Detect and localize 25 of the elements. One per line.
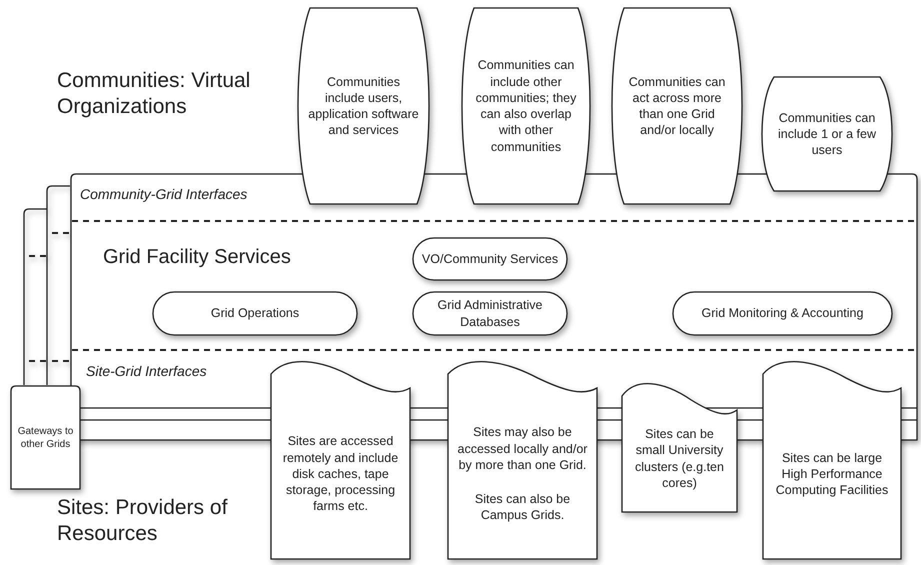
node-text: Communities can act across more than one Grid and/or locally [628,74,726,138]
site-document-shape [447,358,598,560]
node-text: Grid Monitoring & Accounting [700,305,864,322]
layer-title: Sites: Providers of Resources [57,495,228,548]
node-text: Communities include users, application software and services [307,74,420,138]
layer-title: Communities: Virtual Organizations [57,68,252,120]
node-text: Sites can be small University clusters (e.g.ten cores) [634,426,725,491]
node-text: Communities can include other communities; they can also overlap with other communities [474,57,578,155]
node-text: Communities can include 1 or a few users [777,110,877,158]
grid-card-edge [46,185,70,385]
gateway-box [10,385,81,490]
section-heading: Grid Facility Services [103,246,291,269]
node-text: Gateways to other Grids [16,424,74,450]
node-text: VO/Community Services [420,250,560,268]
node-text: Grid Operations [210,305,300,322]
section-heading: Community-Grid Interfaces [80,186,248,202]
site-document-shape [762,358,902,560]
node-text: Sites are accessed remotely and include disk caches, tape storage, processing farms etc. [282,433,400,515]
section-heading: Site-Grid Interfaces [86,363,207,379]
grid-card-edge [23,208,47,385]
node-text: Sites can be large High Performance Computing Facilities [774,450,890,498]
node-text: Grid Administrative Databases [436,297,544,330]
node-text: Sites may also be accessed locally and/or by more than one Grid. [456,424,588,474]
node-text: Sites can also be Campus Grids. [474,491,572,524]
site-document-shape [270,358,411,560]
